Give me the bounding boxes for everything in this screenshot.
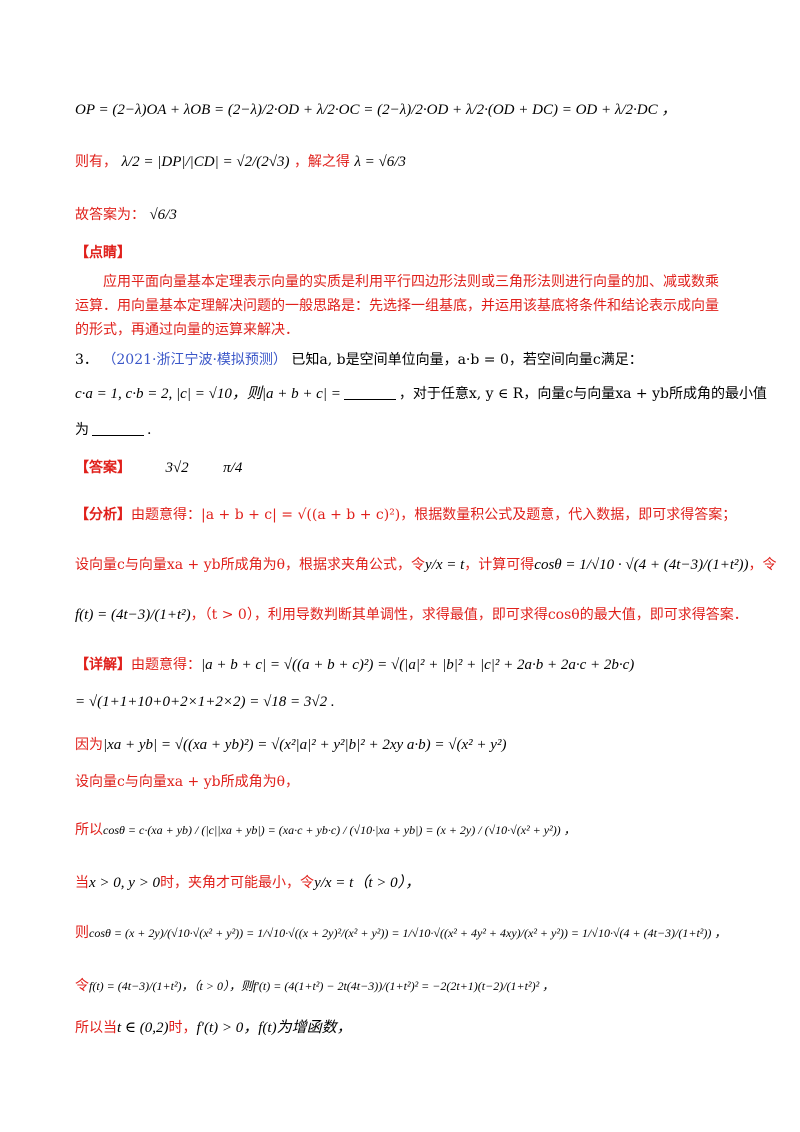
detail-line-6: 当x > 0, y > 0时，夹角才可能最小，令y/x = t（t > 0）， (75, 873, 740, 893)
answer-section: 【答案】 3√2 π/4 (75, 458, 740, 478)
detail-6b: x > 0, y > 0 (89, 875, 161, 891)
detail-5a: 所以 (75, 822, 103, 838)
detail-line-5: 所以cosθ = c·(xa + yb) / (|c||xa + yb|) = … (75, 820, 740, 840)
question-line-1: 3． （2021·浙江宁波·模拟预测） 已知a, b是空间单位向量，a·b = … (75, 350, 740, 370)
question-line-2: c·a = 1, c·b = 2, |c| = √10，则|a + b + c|… (75, 384, 767, 404)
detail-9c: 时， (168, 1020, 197, 1036)
ratio-mid: ，解之得 (293, 154, 350, 170)
detail-8a: 令 (75, 978, 89, 994)
detail-3a: 因为 (75, 737, 103, 753)
analysis-2d: cosθ = 1/√10 · √(4 + (4t−3)/(1+t²)) (534, 557, 749, 573)
analysis-title: 【分析】 (75, 507, 131, 523)
detail-8b: f(t) = (4t−3)/(1+t²)，（t > 0），则f′(t) = (4… (89, 979, 555, 993)
answer-value: √6/3 (149, 207, 177, 223)
answer-line: 故答案为： √6/3 (75, 205, 740, 225)
analysis-line-2: 设向量c与向量xa + yb所成角为θ，根据求夹角公式，令y/x = t，计算可… (75, 555, 777, 575)
detail-1a: 由题意得： (131, 657, 201, 673)
detail-9b: t ∈ (0,2) (117, 1020, 169, 1036)
analysis-1b: ，根据数量积公式及题意，代入数据，即可求得答案； (400, 507, 737, 523)
analysis-2c: ，计算可得 (464, 557, 535, 573)
question-line-3: 为. (75, 422, 152, 438)
analysis-3b: ，（t > 0），利用导数判断其单调性，求得最值，即可求得cosθ的最大值，即可… (190, 607, 748, 623)
answer-2: π/4 (223, 460, 243, 476)
analysis-line-1: 【分析】由题意得：|a + b + c| = √((a + b + c)²)，根… (75, 505, 740, 525)
detail-3b: |xa + yb| = √((xa + yb)²) = √(x²|a|² + y… (103, 737, 507, 753)
vector-equation-line: OP = (2−λ)OA + λOB = (2−λ)/2·OD + λ/2·OC… (75, 100, 740, 120)
detail-line-8: 令f(t) = (4t−3)/(1+t²)，（t > 0），则f′(t) = (… (75, 976, 740, 996)
analysis-2e: ，令 (748, 557, 777, 573)
detail-9d: f′(t) > 0，f(t)为增函数， (196, 1020, 352, 1036)
detail-9a: 所以当 (75, 1020, 117, 1036)
lambda-result: λ = √6/3 (354, 154, 406, 170)
analysis-3a: f(t) = (4t−3)/(1+t²) (75, 607, 191, 623)
question-text-1: 已知a, b是空间单位向量，a·b = 0，若空间向量c满足： (291, 352, 643, 368)
vector-equation: OP = (2−λ)OA + λOB = (2−λ)/2·OD + λ/2·OC… (75, 102, 677, 118)
analysis-2a: 设向量c与向量xa + yb所成角为θ，根据求夹角公式，令 (75, 557, 426, 573)
analysis-line-3: f(t) = (4t−3)/(1+t²)，（t > 0），利用导数判断其单调性，… (75, 605, 748, 625)
ratio-line: 则有， λ/2 = |DP|/|CD| = √2/(2√3) ，解之得 λ = … (75, 152, 740, 172)
detail-7a: 则 (75, 925, 89, 941)
question-number: 3． (75, 352, 98, 368)
analysis-1a: 由题意得：|a + b + c| = √((a + b + c)²) (131, 507, 401, 523)
note-title: 【点睛】 (75, 245, 131, 261)
answer-blank-2[interactable] (92, 435, 144, 436)
detail-line-2: = √(1+1+10+0+2×1+2×2) = √18 = 3√2 . (75, 694, 335, 710)
detail-line-3: 因为|xa + yb| = √((xa + yb)²) = √(x²|a|² +… (75, 735, 740, 755)
ratio-prefix: 则有， (75, 154, 117, 170)
ratio-formula: λ/2 = |DP|/|CD| = √2/(2√3) (121, 154, 290, 170)
analysis-2b: y/x = t (425, 557, 465, 573)
answer-1: 3√2 (165, 460, 189, 476)
detail-6d: y/x = t（t > 0）， (314, 875, 421, 891)
question-text-2b: ，对于任意x, y ∈ R，向量c与向量xa + yb所成角的最小值 (398, 386, 767, 402)
answer-title: 【答案】 (75, 460, 131, 476)
detail-5b: cosθ = c·(xa + yb) / (|c||xa + yb|) = (x… (103, 823, 576, 837)
detail-line-1: 【详解】由题意得：|a + b + c| = √((a + b + c)²) =… (75, 655, 740, 675)
answer-blank-1[interactable] (343, 399, 396, 400)
question-text-2a: c·a = 1, c·b = 2, |c| = √10，则|a + b + c|… (75, 386, 341, 402)
detail-title: 【详解】 (75, 657, 131, 673)
detail-1b: |a + b + c| = √((a + b + c)²) = √(|a|² +… (201, 657, 635, 673)
answer-prefix: 故答案为： (75, 207, 145, 223)
question-source: （2021·浙江宁波·模拟预测） (102, 352, 287, 368)
detail-line-4: 设向量c与向量xa + yb所成角为θ， (75, 774, 300, 790)
detail-6a: 当 (75, 875, 89, 891)
question-text-3: 为 (75, 422, 89, 438)
note-paragraph: 应用平面向量基本定理表示向量的实质是利用平行四边形法则或三角形法则进行向量的加、… (75, 274, 719, 338)
detail-line-7: 则cosθ = (x + 2y)/(√10·√(x² + y²)) = 1/√1… (75, 923, 740, 943)
detail-line-9: 所以当t ∈ (0,2)时，f′(t) > 0，f(t)为增函数， (75, 1018, 740, 1038)
detail-6c: 时，夹角才可能最小，令 (160, 875, 315, 891)
detail-7b: cosθ = (x + 2y)/(√10·√(x² + y²)) = 1/√10… (89, 926, 727, 940)
